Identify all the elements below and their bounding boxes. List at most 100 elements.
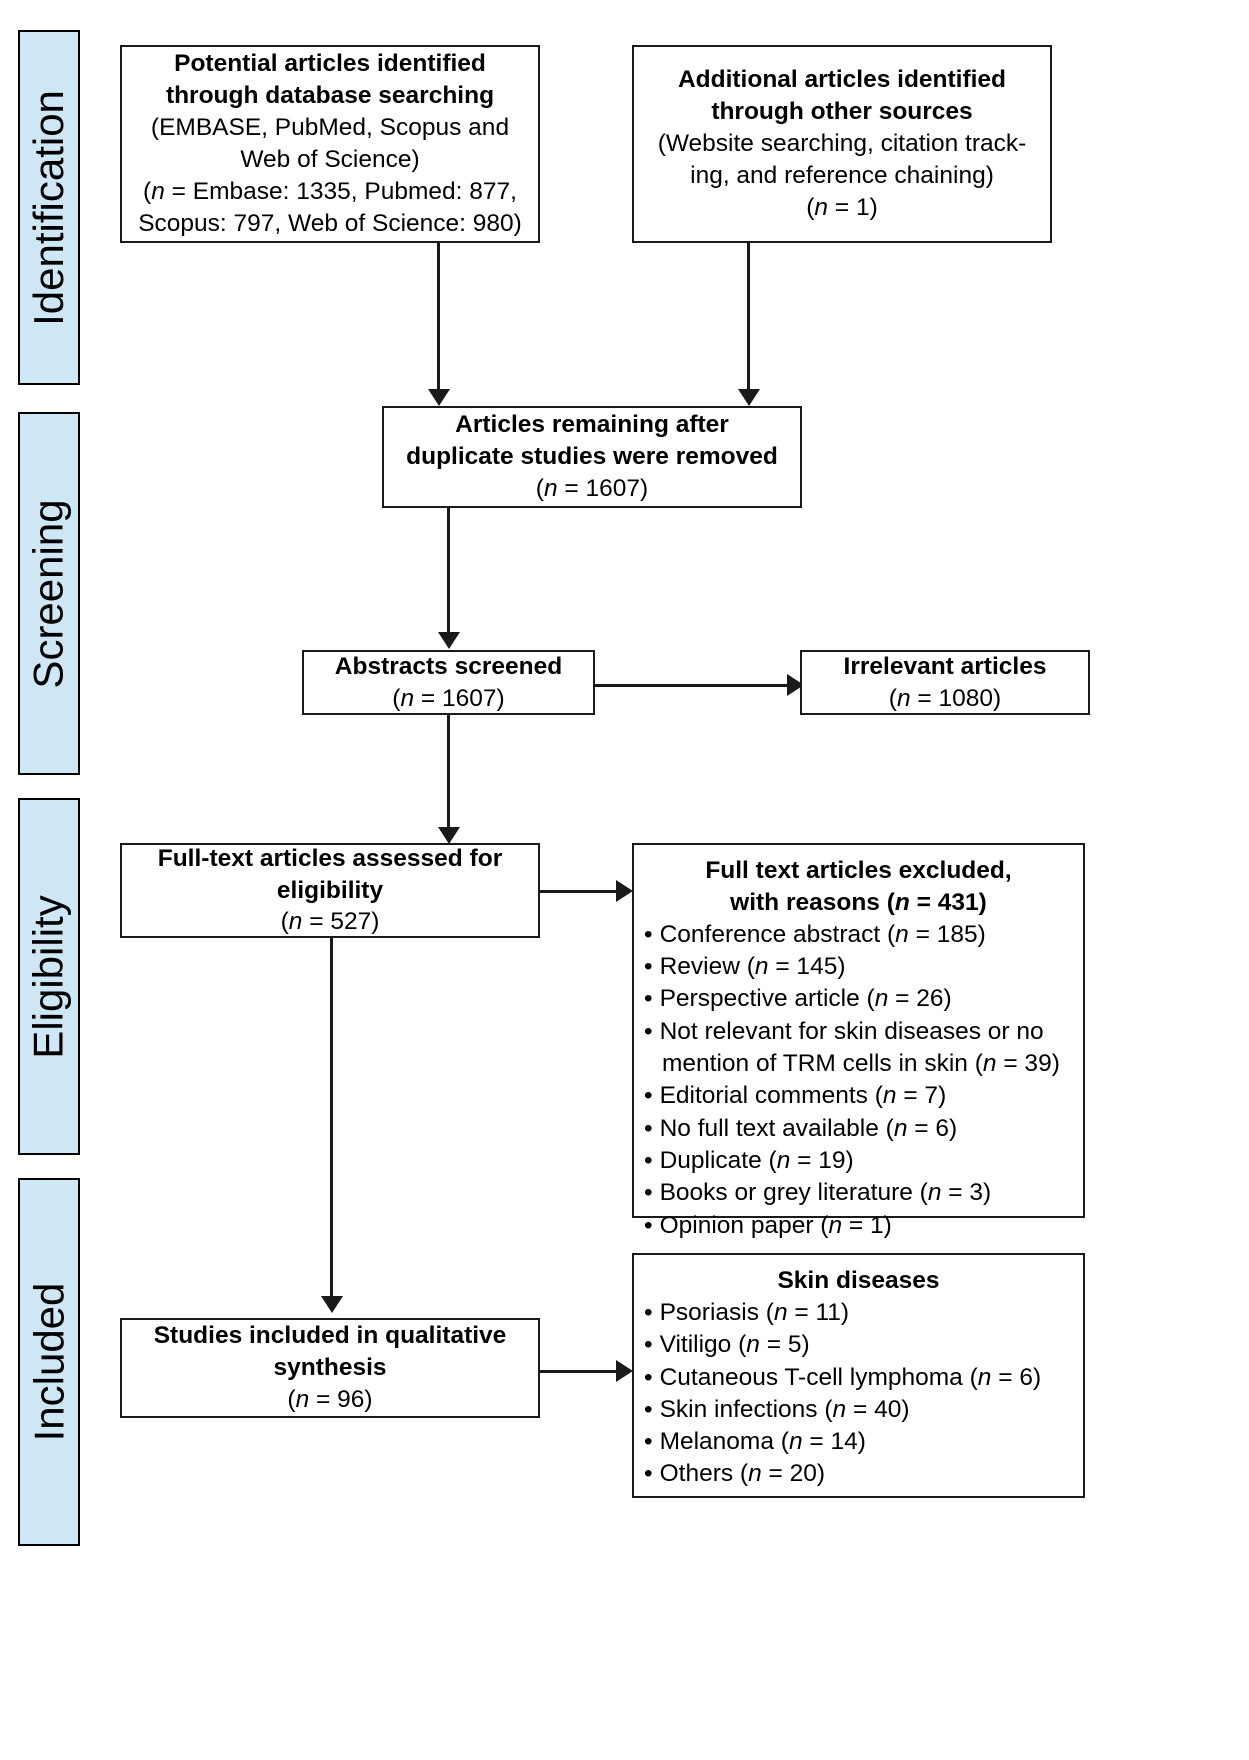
irr-count-n-italic: n	[896, 684, 911, 712]
excluded-reasons-list: Conference abstract (n = 185) Review (n …	[644, 919, 1073, 1242]
fulltext-count: (n = 527)	[130, 906, 530, 938]
box-fulltext-excluded: Full text articles excluded, with reason…	[632, 843, 1085, 1239]
irr-count-paren: (	[888, 684, 897, 712]
list-item: Perspective article (n = 26)	[644, 983, 1073, 1015]
skin-item-0-post: = 11)	[787, 1298, 850, 1326]
skin-item-4-n-italic: n	[788, 1428, 803, 1456]
phase-bar-identification: Identification	[18, 30, 80, 385]
other-sources-count: (n = 1)	[642, 192, 1042, 224]
box-abstracts-screened: Abstracts screened (n = 1607)	[302, 650, 595, 715]
other-count-paren: (	[806, 193, 815, 221]
list-item: Melanoma (n = 14)	[644, 1426, 1073, 1458]
duplicates-title-line1: Articles remaining after	[455, 411, 729, 439]
list-item: Duplicate (n = 19)	[644, 1145, 1073, 1177]
skin-item-5-pre: Others (	[659, 1460, 749, 1488]
arrowhead-fulltext-to-included	[321, 1296, 343, 1313]
excl-item-8-n-italic: n	[828, 1211, 843, 1239]
skin-item-0-n-italic: n	[773, 1298, 788, 1326]
ft-count-paren: (	[280, 908, 289, 936]
arrowhead-fulltext-to-excluded	[616, 880, 633, 902]
skin-item-3-n-italic: n	[832, 1395, 847, 1423]
arrowhead-included-to-skin	[616, 1360, 633, 1382]
skin-item-4-pre: Melanoma (	[659, 1428, 789, 1456]
skin-item-2-pre: Cutaneous T-cell lymphoma (	[659, 1363, 978, 1391]
box-duplicates-removed: Articles remaining after duplicate studi…	[382, 406, 802, 508]
db-search-title-line1: Potential articles identified	[174, 50, 486, 78]
skin-item-1-post: = 5)	[759, 1331, 810, 1359]
other-count-n-italic: n	[814, 193, 829, 221]
excl-item-2-pre: Perspective article (	[659, 985, 875, 1013]
irr-count-value: = 1080)	[910, 684, 1002, 712]
arrowhead-abstracts-to-irrelevant	[787, 674, 804, 696]
list-item: Editorial comments (n = 7)	[644, 1080, 1073, 1112]
other-sources-title-line2: through other sources	[711, 98, 973, 126]
phase-bar-eligibility: Eligibility	[18, 798, 80, 1155]
connector-included-to-skin	[540, 1370, 618, 1373]
abs-count-value: = 1607)	[414, 684, 505, 712]
excl-item-3-post: = 39)	[996, 1050, 1060, 1077]
excl-item-2-n-italic: n	[874, 985, 889, 1013]
duplicates-count: (n = 1607)	[392, 473, 792, 505]
excl-item-5-post: = 6)	[907, 1114, 958, 1142]
excl-hdr-post: = 431)	[909, 888, 987, 916]
included-count: (n = 96)	[130, 1384, 530, 1416]
list-item: Opinion paper (n = 1)	[644, 1210, 1073, 1242]
box-skin-diseases: Skin diseases Psoriasis (n = 11) Vitilig…	[632, 1253, 1085, 1498]
excl-item-7-n-italic: n	[927, 1179, 942, 1207]
arrowhead-db-to-duplicates	[428, 389, 450, 406]
excluded-header-line1: Full text articles excluded,	[705, 857, 1012, 884]
excl-item-1-pre: Review (	[659, 953, 755, 981]
excl-item-8-pre: Opinion paper (	[659, 1211, 829, 1239]
list-item: Not relevant for skin diseases or no men…	[644, 1016, 1073, 1081]
skin-item-3-post: = 40)	[846, 1395, 910, 1423]
excl-item-1-n-italic: n	[754, 953, 769, 981]
skin-item-1-n-italic: n	[746, 1331, 760, 1359]
list-item: Cutaneous T-cell lymphoma (n = 6)	[644, 1362, 1073, 1394]
box-other-sources: Additional articles identified through o…	[632, 45, 1052, 243]
box-irrelevant-articles: Irrelevant articles (n = 1080)	[800, 650, 1090, 715]
skin-item-4-post: = 14)	[802, 1428, 866, 1456]
list-item: Books or grey literature (n = 3)	[644, 1177, 1073, 1209]
db-search-sub-line2: Web of Science)	[240, 146, 420, 173]
excluded-header-line2: with reasons (n = 431)	[644, 887, 1073, 919]
db-search-title-line2: through database searching	[165, 82, 495, 110]
duplicates-title-line2: duplicate studies were removed	[406, 443, 778, 471]
list-item: No full text available (n = 6)	[644, 1113, 1073, 1145]
arrowhead-duplicates-to-abstracts	[438, 632, 460, 649]
other-count-value: = 1)	[828, 193, 878, 221]
skin-item-2-post: = 6)	[991, 1363, 1042, 1391]
list-item: Skin infections (n = 40)	[644, 1394, 1073, 1426]
abs-count-n-italic: n	[400, 684, 415, 712]
skin-diseases-list: Psoriasis (n = 11) Vitiligo (n = 5) Cuta…	[644, 1297, 1073, 1491]
connector-duplicates-to-abstracts	[447, 508, 450, 632]
excl-item-4-n-italic: n	[882, 1082, 897, 1110]
ft-count-value: = 527)	[302, 908, 380, 936]
dup-count-value: = 1607)	[557, 474, 649, 502]
excl-item-5-n-italic: n	[893, 1114, 908, 1142]
excl-item-4-post: = 7)	[896, 1082, 947, 1110]
excl-hdr-pre: with reasons (	[730, 888, 895, 916]
excl-hdr-n-italic: n	[894, 888, 910, 916]
phase-bar-included: Included	[18, 1178, 80, 1546]
box-database-search: Potential articles identified through da…	[120, 45, 540, 243]
connector-abstracts-to-irrelevant	[595, 684, 787, 687]
dup-count-n-italic: n	[543, 474, 558, 502]
skin-item-1-pre: Vitiligo (	[659, 1331, 747, 1359]
abstracts-title: Abstracts screened	[334, 652, 563, 680]
excl-item-3-pre: Not relevant for skin diseases or no men…	[659, 1017, 1044, 1077]
connector-other-to-duplicates	[747, 243, 750, 389]
list-item: Others (n = 20)	[644, 1458, 1073, 1490]
skin-diseases-header: Skin diseases	[777, 1267, 940, 1294]
connector-abstracts-to-fulltext	[447, 715, 450, 827]
other-sources-sub-line2: ing, and reference chaining)	[690, 161, 994, 189]
excl-item-0-post: = 185)	[908, 920, 986, 948]
dup-count-paren: (	[535, 474, 544, 502]
arrowhead-other-to-duplicates	[738, 389, 760, 406]
skin-item-5-post: = 20)	[761, 1460, 826, 1488]
irrelevant-count: (n = 1080)	[810, 683, 1080, 715]
included-title-line1: Studies included in qualitative	[153, 1322, 507, 1350]
db-search-count-line2: Scopus: 797, Web of Science: 980)	[138, 209, 522, 237]
ft-count-n-italic: n	[288, 908, 303, 936]
excl-item-0-n-italic: n	[895, 920, 909, 948]
